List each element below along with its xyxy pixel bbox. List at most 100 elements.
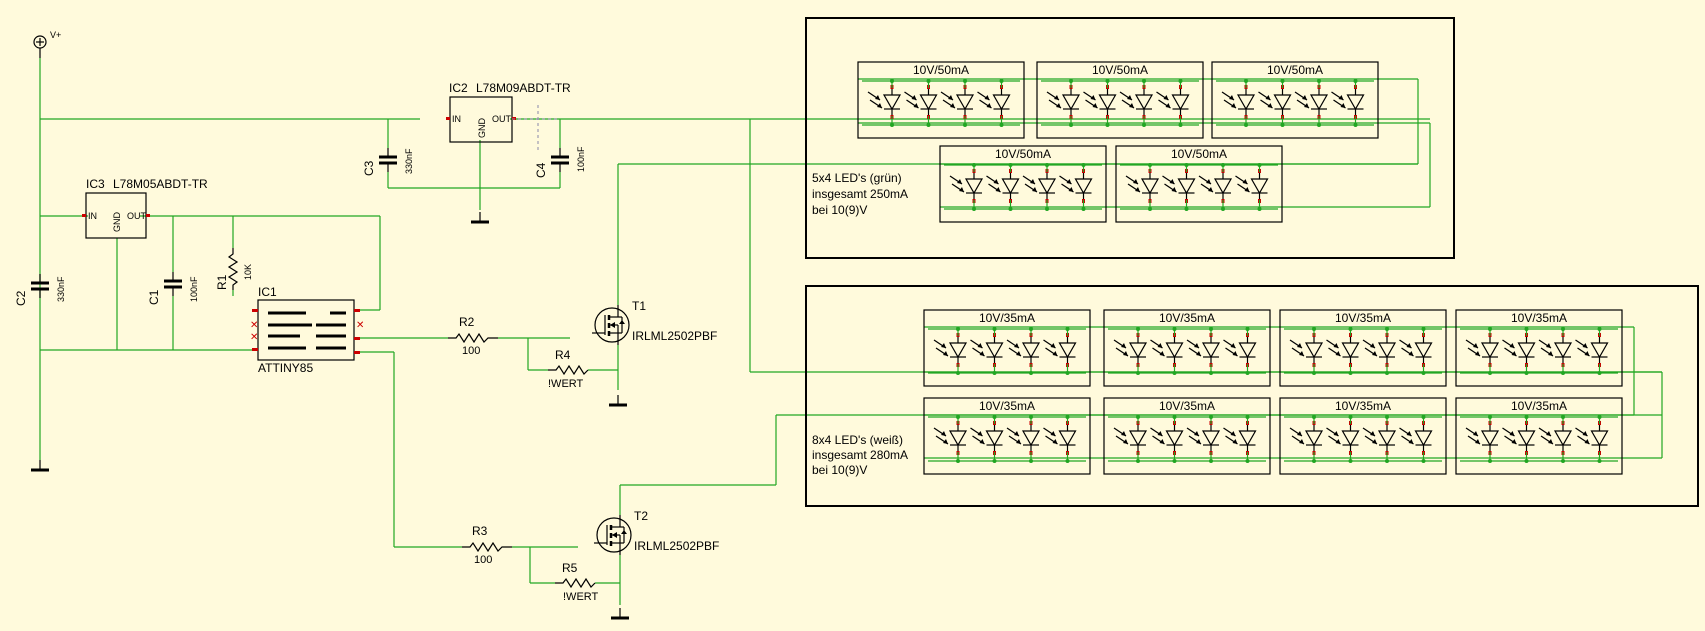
ground-symbol — [29, 458, 51, 472]
led-diode — [1222, 332, 1257, 368]
led-diode — [1006, 420, 1040, 456]
led-diode — [1058, 168, 1093, 204]
led-diode — [1198, 168, 1232, 204]
led-diode — [1330, 84, 1365, 120]
led-module: 10V/50mA — [1036, 61, 1204, 139]
led-module-rating: 10V/50mA — [1092, 63, 1148, 77]
ic2-name: IC2 — [449, 81, 468, 95]
svg-text:IRLML2502PBF: IRLML2502PBF — [632, 329, 717, 343]
led-diode — [1161, 168, 1196, 204]
svg-text:bei 10(9)V: bei 10(9)V — [812, 203, 867, 217]
led-diode — [949, 168, 983, 204]
supply-label: V+ — [50, 30, 61, 40]
white-led-frame — [805, 285, 1699, 507]
led-diode — [1186, 420, 1220, 456]
capacitor-c3: C3 330nF — [362, 146, 414, 176]
resistor-r2: R2 100 — [448, 315, 498, 357]
svg-text:5x4 LED's (grün): 5x4 LED's (grün) — [812, 171, 902, 185]
svg-text:IRLML2502PBF: IRLML2502PBF — [634, 539, 719, 553]
led-diode — [969, 420, 1004, 456]
ic2-regulator: IN OUT GND IC2 L78M09ABDT-TR — [446, 81, 571, 150]
led-diode — [1257, 84, 1292, 120]
led-diode — [1289, 332, 1323, 368]
ic1-microcontroller: IC1 ATTINY85 ✕ ✕ ✕ — [250, 285, 364, 375]
svg-text:GND: GND — [112, 212, 122, 233]
green-led-frame — [805, 17, 1455, 259]
ic3-name: IC3 — [86, 177, 105, 191]
led-module-rating: 10V/50mA — [913, 63, 969, 77]
ic3-value: L78M05ABDT-TR — [113, 177, 208, 191]
svg-text:R1: R1 — [215, 274, 229, 290]
led-module: 10V/50mA — [939, 145, 1107, 223]
led-diode — [1501, 420, 1536, 456]
svg-text:100nF: 100nF — [189, 276, 199, 302]
led-module-rating: 10V/50mA — [1171, 147, 1227, 161]
ic1-value: ATTINY85 — [258, 361, 313, 375]
led-module: 10V/35mA — [1279, 397, 1447, 475]
led-module: 10V/35mA — [923, 397, 1091, 475]
capacitor-c2: C2 330nF — [14, 272, 66, 306]
svg-text:100nF: 100nF — [576, 146, 586, 172]
led-module-rating: 10V/35mA — [1511, 399, 1567, 413]
led-module-rating: 10V/35mA — [1511, 311, 1567, 325]
svg-text:✕: ✕ — [356, 320, 364, 331]
led-module-rating: 10V/35mA — [1159, 399, 1215, 413]
led-module: 10V/50mA — [1211, 61, 1379, 139]
led-diode — [1149, 420, 1184, 456]
led-diode — [1325, 332, 1360, 368]
led-diode — [1022, 168, 1056, 204]
wires — [39, 58, 1663, 605]
capacitor-c1: C1 100nF — [147, 270, 199, 305]
ic1-name: IC1 — [258, 285, 277, 299]
led-diode — [1006, 332, 1040, 368]
mosfet-t2: T2 IRLML2502PBF — [592, 509, 719, 557]
svg-text:IN: IN — [88, 211, 97, 221]
led-module: 10V/50mA — [857, 61, 1025, 139]
led-diode — [1042, 332, 1077, 368]
resistor-r3: R3 100 — [462, 524, 512, 566]
led-diode — [1119, 84, 1153, 120]
led-diode — [1221, 84, 1255, 120]
led-module: 10V/35mA — [923, 309, 1091, 387]
led-diode — [1501, 332, 1536, 368]
capacitor-c4: C4 100nF — [534, 146, 586, 178]
svg-text:IN: IN — [452, 114, 461, 124]
svg-text:✕: ✕ — [250, 332, 258, 343]
white-led-note: 8x4 LED's (weiß) insgesamt 280mA bei 10(… — [812, 433, 908, 477]
svg-text:C4: C4 — [534, 162, 548, 178]
led-module: 10V/35mA — [1455, 309, 1623, 387]
svg-text:R2: R2 — [459, 315, 475, 329]
mosfet-t1: T1 IRLML2502PBF — [590, 299, 717, 347]
led-diode — [1398, 332, 1433, 368]
led-diode — [1325, 420, 1360, 456]
led-diode — [1362, 420, 1396, 456]
led-diode — [1042, 420, 1077, 456]
led-diode — [903, 84, 938, 120]
led-diode — [1574, 332, 1609, 368]
green-led-note: 5x4 LED's (grün) insgesamt 250mA bei 10(… — [812, 171, 908, 217]
led-diode — [1113, 420, 1147, 456]
resistor-r5: R5 !WERT — [555, 561, 599, 603]
ic2-value: L78M09ABDT-TR — [476, 81, 571, 95]
led-module: 10V/35mA — [1103, 309, 1271, 387]
ic3-regulator: IN OUT GND IC3 L78M05ABDT-TR — [82, 177, 208, 239]
ground-symbol — [609, 606, 631, 620]
svg-text:330nF: 330nF — [56, 276, 66, 302]
led-diode — [976, 84, 1011, 120]
svg-text:T2: T2 — [634, 509, 648, 523]
led-diode — [1046, 84, 1080, 120]
svg-text:GND: GND — [477, 118, 487, 139]
led-diode — [1538, 420, 1572, 456]
led-diode — [1289, 420, 1323, 456]
led-module-rating: 10V/50mA — [995, 147, 1051, 161]
led-diode — [1082, 84, 1117, 120]
svg-text:C3: C3 — [362, 160, 376, 176]
svg-text:C1: C1 — [147, 289, 161, 305]
ground-symbol — [607, 393, 629, 407]
svg-text:10K: 10K — [243, 264, 253, 280]
led-diode — [985, 168, 1020, 204]
led-module: 10V/35mA — [1455, 397, 1623, 475]
svg-text:✕: ✕ — [250, 320, 258, 331]
led-module-rating: 10V/35mA — [1335, 311, 1391, 325]
